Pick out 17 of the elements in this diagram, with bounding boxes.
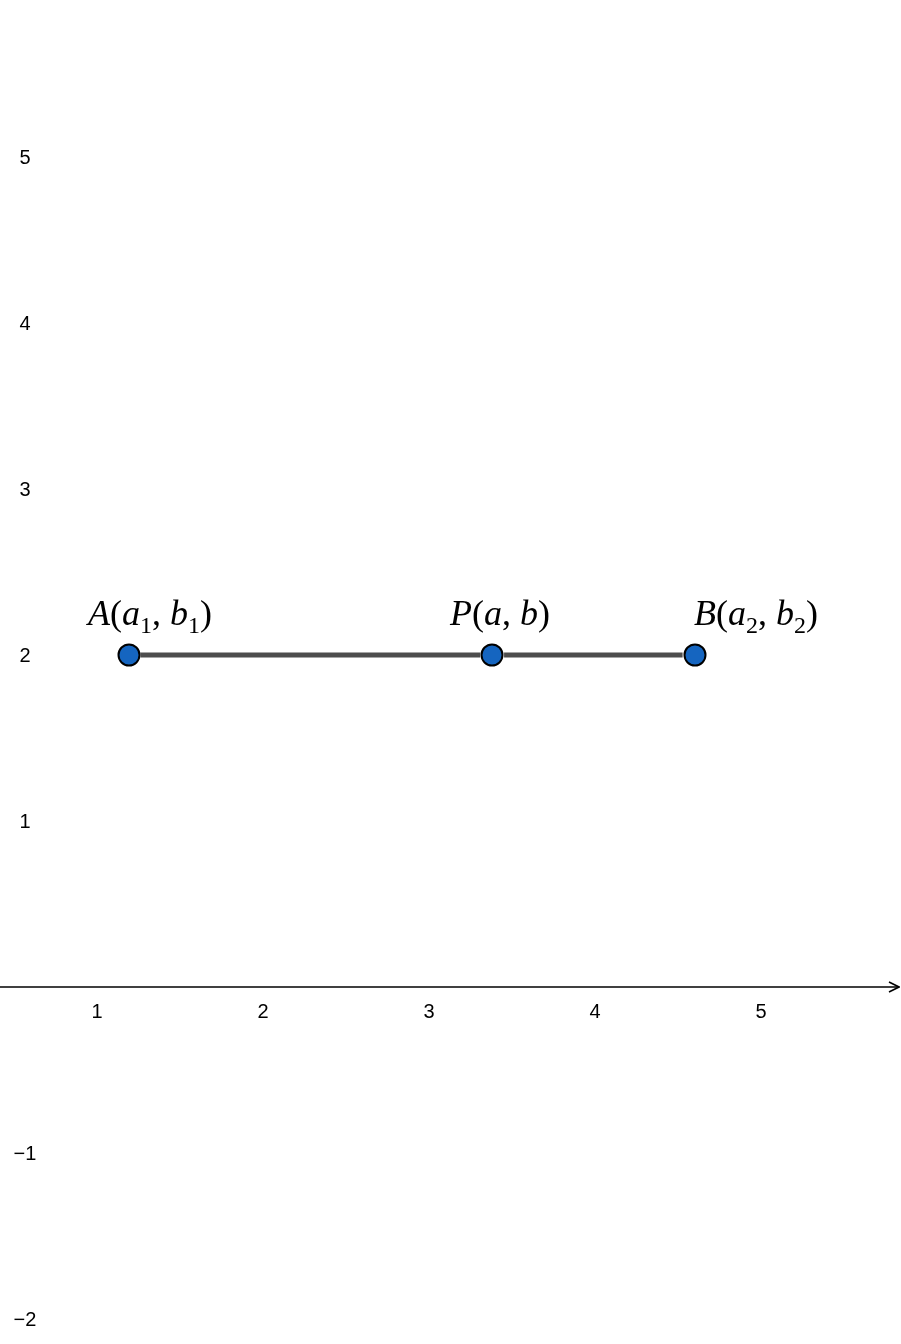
tick-label: 4	[19, 311, 31, 335]
tick-label: 3	[423, 999, 435, 1023]
tick-label: 5	[19, 145, 31, 169]
tick-label: 1	[91, 999, 103, 1023]
line-segment	[504, 652, 683, 658]
tick-label: 2	[257, 999, 269, 1023]
point-label: B(a$_{2}$, b$_{2}$)	[693, 592, 819, 641]
tick-label: 4	[589, 999, 601, 1023]
tick-label: 5	[755, 999, 767, 1023]
point-label: A(a$_{1}$, b$_{1}$)	[85, 592, 213, 641]
tick-label: −2	[13, 1307, 37, 1331]
tick-label: 2	[19, 643, 31, 667]
point-label: P(a, b)	[449, 592, 551, 635]
tick-label: 3	[19, 477, 31, 501]
tick-label: −1	[13, 1141, 37, 1165]
line-segment	[140, 652, 481, 658]
tick-label: 1	[19, 809, 31, 833]
